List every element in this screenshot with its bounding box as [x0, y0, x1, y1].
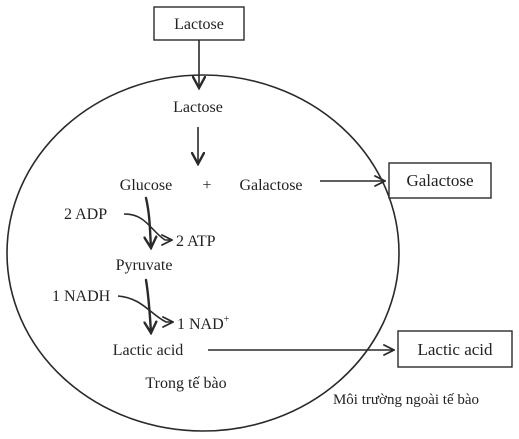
- nadh-label: 1 NADH: [52, 288, 111, 305]
- adp-to-atp-arrow: [123, 213, 172, 240]
- atp-label: 2 ATP: [176, 233, 216, 250]
- glycolysis-arrow: [146, 196, 151, 248]
- galactose-outside-box: [388, 162, 492, 199]
- plus-sign: +: [202, 177, 211, 194]
- lactic-acid-outside-label: Lactic acid: [417, 340, 493, 359]
- lactic-acid-outside-box: [397, 330, 513, 368]
- nad-text: 1 NAD: [177, 316, 224, 333]
- nad-label: 1 NAD+: [177, 314, 230, 333]
- cell-membrane: [6, 74, 400, 432]
- lactic-acid-inside-label: Lactic acid: [113, 342, 184, 359]
- pyruvate-label: Pyruvate: [116, 257, 173, 274]
- fermentation-arrow: [146, 278, 151, 333]
- galactose-inside-label: Galactose: [239, 177, 302, 194]
- inside-cell-caption: Trong tế bào: [145, 375, 226, 392]
- glucose-label: Glucose: [120, 177, 172, 194]
- outside-cell-caption: Môi trường ngoài tế bào: [333, 392, 479, 408]
- nad-charge: +: [224, 314, 230, 325]
- nadh-to-nad-arrow: [117, 295, 173, 322]
- galactose-outside-label: Galactose: [406, 171, 473, 190]
- inside-lactose-label: Lactose: [173, 99, 223, 116]
- outside-lactose-label: Lactose: [174, 16, 224, 33]
- adp-label: 2 ADP: [64, 206, 107, 223]
